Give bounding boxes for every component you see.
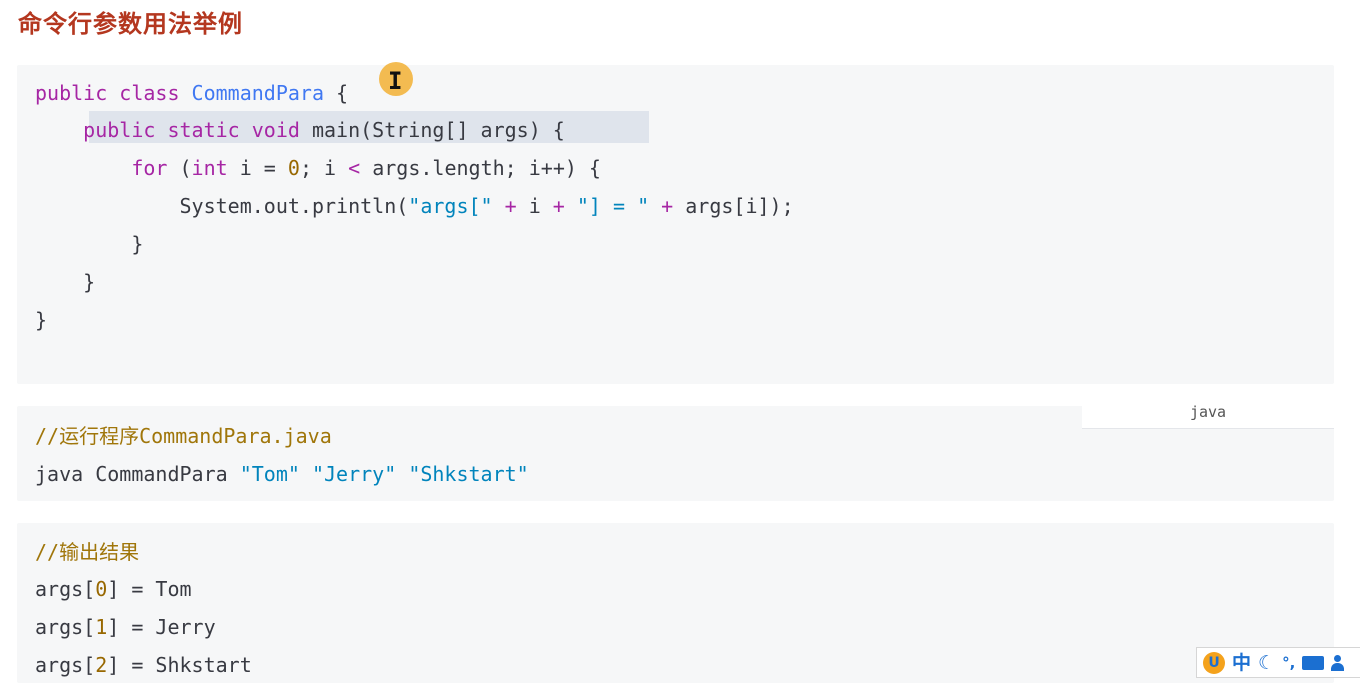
code-line-7: }	[35, 308, 48, 332]
operator: <	[348, 156, 361, 180]
class-name: CommandPara	[191, 81, 324, 105]
keyword: for	[131, 156, 168, 180]
code-block-run: //运行程序CommandPara.java java CommandPara …	[17, 406, 1334, 501]
punctuation-icon[interactable]: °,	[1282, 653, 1296, 672]
number-literal: 0	[287, 156, 300, 180]
keyword: public class	[35, 81, 192, 105]
code-line-4: System.out.println("args[" + i + "] = " …	[179, 194, 794, 218]
run-command-line: java CommandPara "Tom" "Jerry" "Shkstart…	[35, 462, 529, 486]
user-icon[interactable]	[1331, 654, 1345, 671]
code-line-5: }	[35, 232, 144, 256]
cursor-highlight-icon	[379, 62, 413, 96]
number-literal: 0	[95, 577, 108, 601]
ime-chinese-mode-button[interactable]: 中	[1232, 651, 1252, 674]
number-literal: 1	[95, 615, 108, 639]
code-text: {	[324, 81, 349, 105]
string-literal: "] = "	[576, 194, 650, 218]
type-keyword: int	[191, 156, 228, 180]
code-block-source: public class CommandPara { public static…	[17, 65, 1334, 384]
text-cursor-icon: I	[388, 67, 403, 95]
output-line: args[1] = Jerry	[35, 615, 216, 639]
string-literal: "args["	[408, 194, 493, 218]
string-literal: "Tom"	[239, 462, 300, 486]
code-line-3: for (int i = 0; i < args.length; i++) {	[131, 156, 601, 180]
code-block-output: //输出结果 args[0] = Tom args[1] = Jerry arg…	[17, 523, 1334, 683]
number-literal: 2	[95, 653, 108, 677]
string-literal: "Shkstart"	[408, 462, 529, 486]
operator: +	[492, 194, 529, 218]
code-text: main(String[] args) {	[311, 118, 565, 142]
output-line: args[0] = Tom	[35, 577, 192, 601]
operator: +	[649, 194, 686, 218]
ime-logo-icon[interactable]: U	[1203, 651, 1225, 674]
page-title: 命令行参数用法举例	[18, 10, 243, 38]
code-comment: //运行程序CommandPara.java	[35, 424, 332, 448]
ime-toolbar: U 中 ☾ °,	[1196, 647, 1360, 678]
code-line-2: public static void main(String[] args) {	[35, 115, 565, 145]
language-label: java	[1082, 396, 1334, 429]
moon-icon[interactable]: ☾	[1258, 651, 1276, 674]
code-line-1: public class CommandPara {	[35, 78, 348, 108]
code-comment: //输出结果	[35, 540, 140, 564]
selection-highlight	[89, 111, 649, 143]
keyword: public static void	[83, 118, 312, 142]
code-line-6: }	[35, 270, 96, 294]
string-literal: "Jerry"	[311, 462, 397, 486]
keyboard-icon[interactable]	[1302, 655, 1325, 670]
operator: +	[540, 194, 577, 218]
output-line: args[2] = Shkstart	[35, 653, 252, 677]
